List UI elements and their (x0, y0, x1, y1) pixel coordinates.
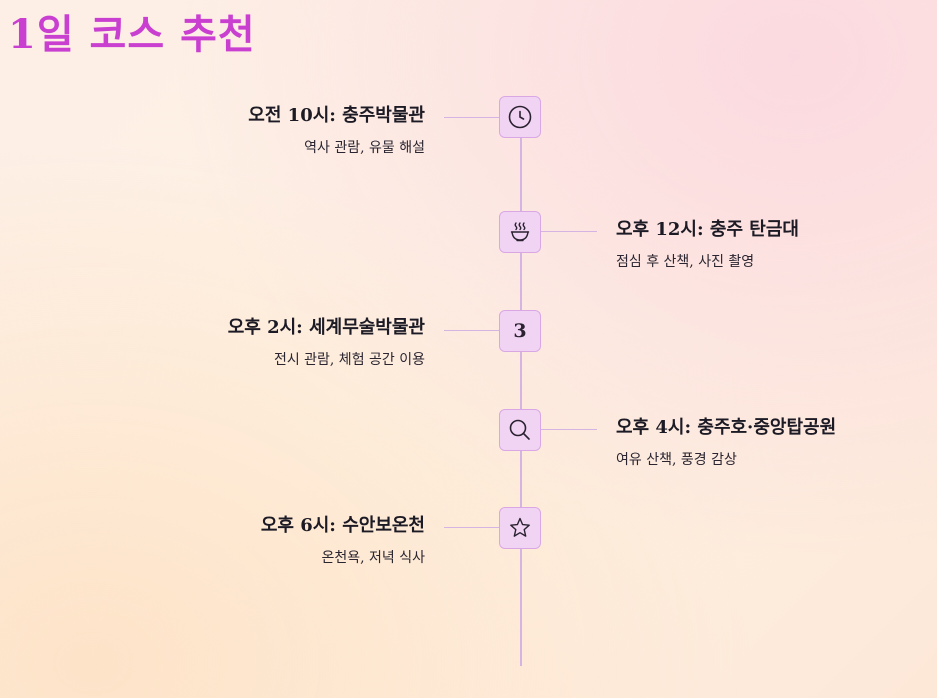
node-number: 3 (513, 320, 527, 342)
timeline-node-3: 3 (499, 310, 541, 352)
entry-description: 전시 관람, 체험 공간 이용 (273, 352, 425, 368)
timeline-entry-4: 오후 4시: 충주호·중앙탑공원 여유 산책, 풍경 감상 (616, 416, 937, 470)
food-bowl-icon (507, 219, 533, 245)
timeline-node-2 (499, 211, 541, 253)
timeline-entry-1: 오전 10시: 충주박물관 역사 관람, 유물 해설 (25, 104, 425, 158)
timeline-node-4 (499, 409, 541, 451)
clock-icon (507, 104, 533, 130)
entry-title: 오후 4시: 충주호·중앙탑공원 (616, 417, 837, 438)
entry-title: 오후 6시: 수안보온천 (260, 515, 425, 536)
entry-description: 온천욕, 저녁 식사 (321, 550, 425, 566)
connector-line (541, 429, 597, 430)
entry-description: 점심 후 산책, 사진 촬영 (616, 254, 755, 270)
search-icon (507, 417, 533, 443)
entry-title: 오후 12시: 충주 탄금대 (616, 219, 799, 240)
entry-description: 여유 산책, 풍경 감상 (616, 452, 737, 468)
star-icon (507, 515, 533, 541)
entry-title: 오후 2시: 세계무술박물관 (227, 317, 425, 338)
timeline-node-1 (499, 96, 541, 138)
timeline-entry-3: 오후 2시: 세계무술박물관 전시 관람, 체험 공간 이용 (25, 316, 425, 370)
connector-line (444, 527, 500, 528)
connector-line (444, 117, 500, 118)
connector-line (444, 330, 500, 331)
page-title: 1일 코스 추천 (8, 11, 256, 58)
entry-title: 오전 10시: 충주박물관 (248, 105, 425, 126)
entry-description: 역사 관람, 유물 해설 (304, 140, 425, 156)
connector-line (541, 231, 597, 232)
timeline-entry-2: 오후 12시: 충주 탄금대 점심 후 산책, 사진 촬영 (616, 218, 937, 272)
timeline-line (520, 96, 522, 666)
timeline-entry-5: 오후 6시: 수안보온천 온천욕, 저녁 식사 (25, 514, 425, 568)
timeline-node-5 (499, 507, 541, 549)
